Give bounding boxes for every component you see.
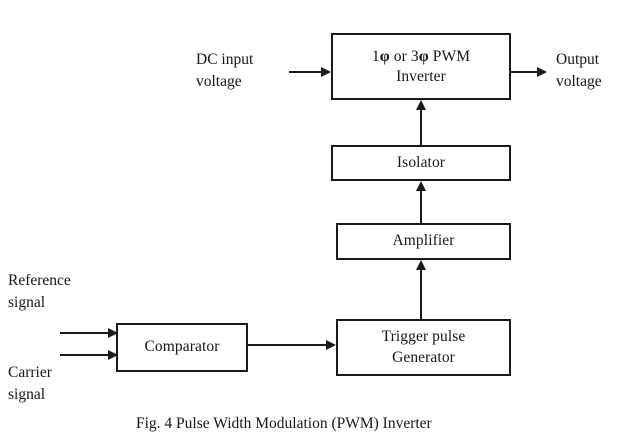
- block-comparator-label: Comparator: [144, 338, 220, 356]
- block-isolator: Isolator: [331, 145, 511, 181]
- block-comparator: Comparator: [116, 323, 248, 372]
- block-isolator-label: Isolator: [396, 153, 446, 171]
- arrowhead-trigger-to-amplifier: [416, 260, 426, 270]
- label-carrier-line2: signal: [8, 386, 46, 403]
- block-amplifier-label: Amplifier: [392, 232, 455, 250]
- label-reference-signal: Reference signal: [8, 270, 71, 314]
- connector-trigger-to-amplifier: [420, 270, 422, 319]
- block-inverter: 1φ or 3φ PWM Inverter: [331, 33, 511, 100]
- block-inverter-line1: 1φ or 3φ PWM: [371, 47, 471, 65]
- label-dc-input-line1: DC input: [196, 51, 254, 68]
- figure-caption: Fig. 4 Pulse Width Modulation (PWM) Inve…: [136, 415, 432, 432]
- block-trigger-pulse-generator: Trigger pulse Generator: [336, 319, 511, 376]
- label-output-voltage: Output voltage: [556, 49, 602, 93]
- connector-amplifier-to-isolator: [420, 191, 422, 223]
- arrowhead-reference-to-comparator: [108, 328, 118, 338]
- arrowhead-inverter-to-output: [537, 67, 547, 77]
- label-reference-line2: signal: [8, 294, 46, 311]
- label-output-line1: Output: [556, 51, 600, 68]
- block-trigger-line1: Trigger pulse: [381, 328, 466, 346]
- arrowhead-dc-input-to-inverter: [321, 67, 331, 77]
- label-carrier-signal: Carrier signal: [8, 362, 52, 406]
- connector-carrier-to-comparator: [60, 354, 110, 356]
- connector-dc-input-to-inverter: [289, 71, 323, 73]
- block-amplifier: Amplifier: [336, 223, 511, 260]
- connector-comparator-to-trigger: [248, 344, 328, 346]
- connector-reference-to-comparator: [60, 332, 110, 334]
- arrowhead-carrier-to-comparator: [108, 350, 118, 360]
- label-dc-input-voltage: DC input voltage: [196, 49, 253, 93]
- connector-inverter-to-output: [511, 71, 539, 73]
- block-trigger-line2: Generator: [392, 348, 455, 366]
- block-inverter-line2: Inverter: [396, 68, 446, 85]
- label-output-line2: voltage: [556, 73, 602, 90]
- label-reference-line1: Reference: [8, 272, 71, 289]
- arrowhead-comparator-to-trigger: [326, 340, 336, 350]
- arrowhead-amplifier-to-isolator: [416, 181, 426, 191]
- label-dc-input-line2: voltage: [196, 73, 242, 90]
- arrowhead-isolator-to-inverter: [416, 100, 426, 110]
- label-carrier-line1: Carrier: [8, 364, 52, 381]
- connector-isolator-to-inverter: [420, 110, 422, 145]
